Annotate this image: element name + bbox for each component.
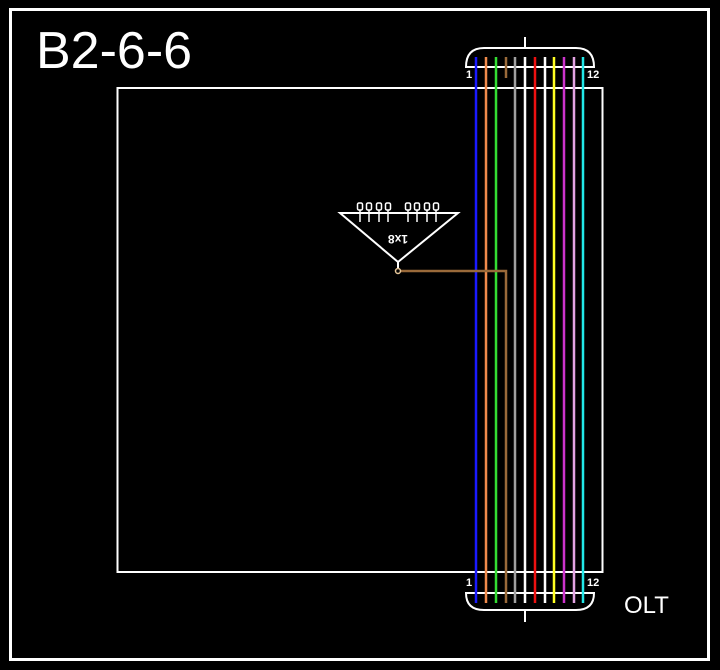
bottom-port-start-label: 1: [466, 577, 472, 589]
bottom-port-end-label: 12: [587, 577, 599, 589]
splitter-port-6[interactable]: [413, 202, 421, 211]
top-port-start-label: 1: [466, 69, 472, 81]
splitter-port-4[interactable]: [384, 202, 392, 211]
splitter-port-2[interactable]: [365, 202, 373, 211]
splitter-output-ports: [356, 202, 440, 222]
cable-top-bracket[interactable]: [464, 37, 596, 68]
splitter-port-8[interactable]: [432, 202, 440, 211]
splitter-port-5[interactable]: [404, 202, 412, 211]
splitter-port-1[interactable]: [356, 202, 364, 211]
fiber-group: [474, 57, 585, 603]
cable-bottom-bracket[interactable]: [464, 592, 596, 622]
olt-label: OLT: [624, 592, 669, 619]
splitter-port-3[interactable]: [375, 202, 383, 211]
splitter-port-7[interactable]: [423, 202, 431, 211]
enclosure-box[interactable]: [116, 87, 604, 573]
splitter-1x8[interactable]: [337, 202, 461, 269]
top-port-end-label: 12: [587, 69, 599, 81]
splitter-connection-line[interactable]: [398, 269, 508, 603]
diagram-title: B2-6-6: [36, 22, 192, 80]
splitter-label: 1x8: [388, 232, 408, 246]
splitter-input-node[interactable]: [394, 267, 402, 275]
outer-frame: [9, 8, 710, 661]
